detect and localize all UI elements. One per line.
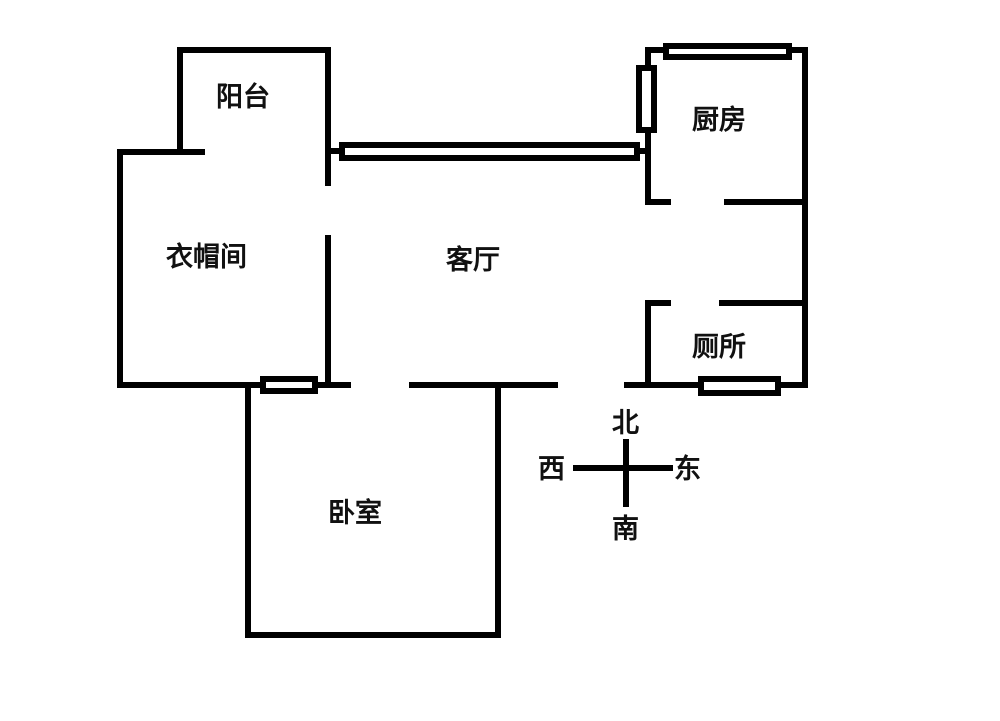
room-label-balcony: 阳台 bbox=[216, 81, 270, 113]
bedroom-wall bbox=[245, 382, 501, 638]
room-label-cloakroom: 衣帽间 bbox=[166, 241, 247, 273]
compass-south: 南 bbox=[612, 514, 639, 545]
room-labels: 阳台 衣帽间 客厅 厨房 厕所 卧室 bbox=[166, 81, 746, 529]
compass: 北 西 东 南 bbox=[538, 408, 701, 545]
toilet-window bbox=[698, 376, 781, 396]
kitchen-wall bbox=[645, 127, 671, 205]
bedroom-window bbox=[260, 376, 318, 394]
room-label-living-room: 客厅 bbox=[446, 244, 500, 276]
kitchen-window bbox=[663, 43, 792, 60]
compass-north: 北 bbox=[612, 408, 639, 439]
kitchen-side-window bbox=[636, 65, 657, 133]
compass-east: 东 bbox=[674, 453, 701, 485]
walls bbox=[117, 47, 808, 638]
room-label-bedroom: 卧室 bbox=[328, 497, 382, 529]
living-room-window bbox=[339, 142, 640, 161]
windows bbox=[260, 43, 792, 396]
balcony-wall bbox=[177, 47, 331, 186]
cloakroom-wall bbox=[117, 149, 265, 388]
toilet-wall bbox=[645, 300, 671, 388]
compass-west: 西 bbox=[538, 454, 565, 485]
room-label-toilet: 厕所 bbox=[692, 332, 746, 363]
room-label-kitchen: 厨房 bbox=[692, 105, 746, 136]
